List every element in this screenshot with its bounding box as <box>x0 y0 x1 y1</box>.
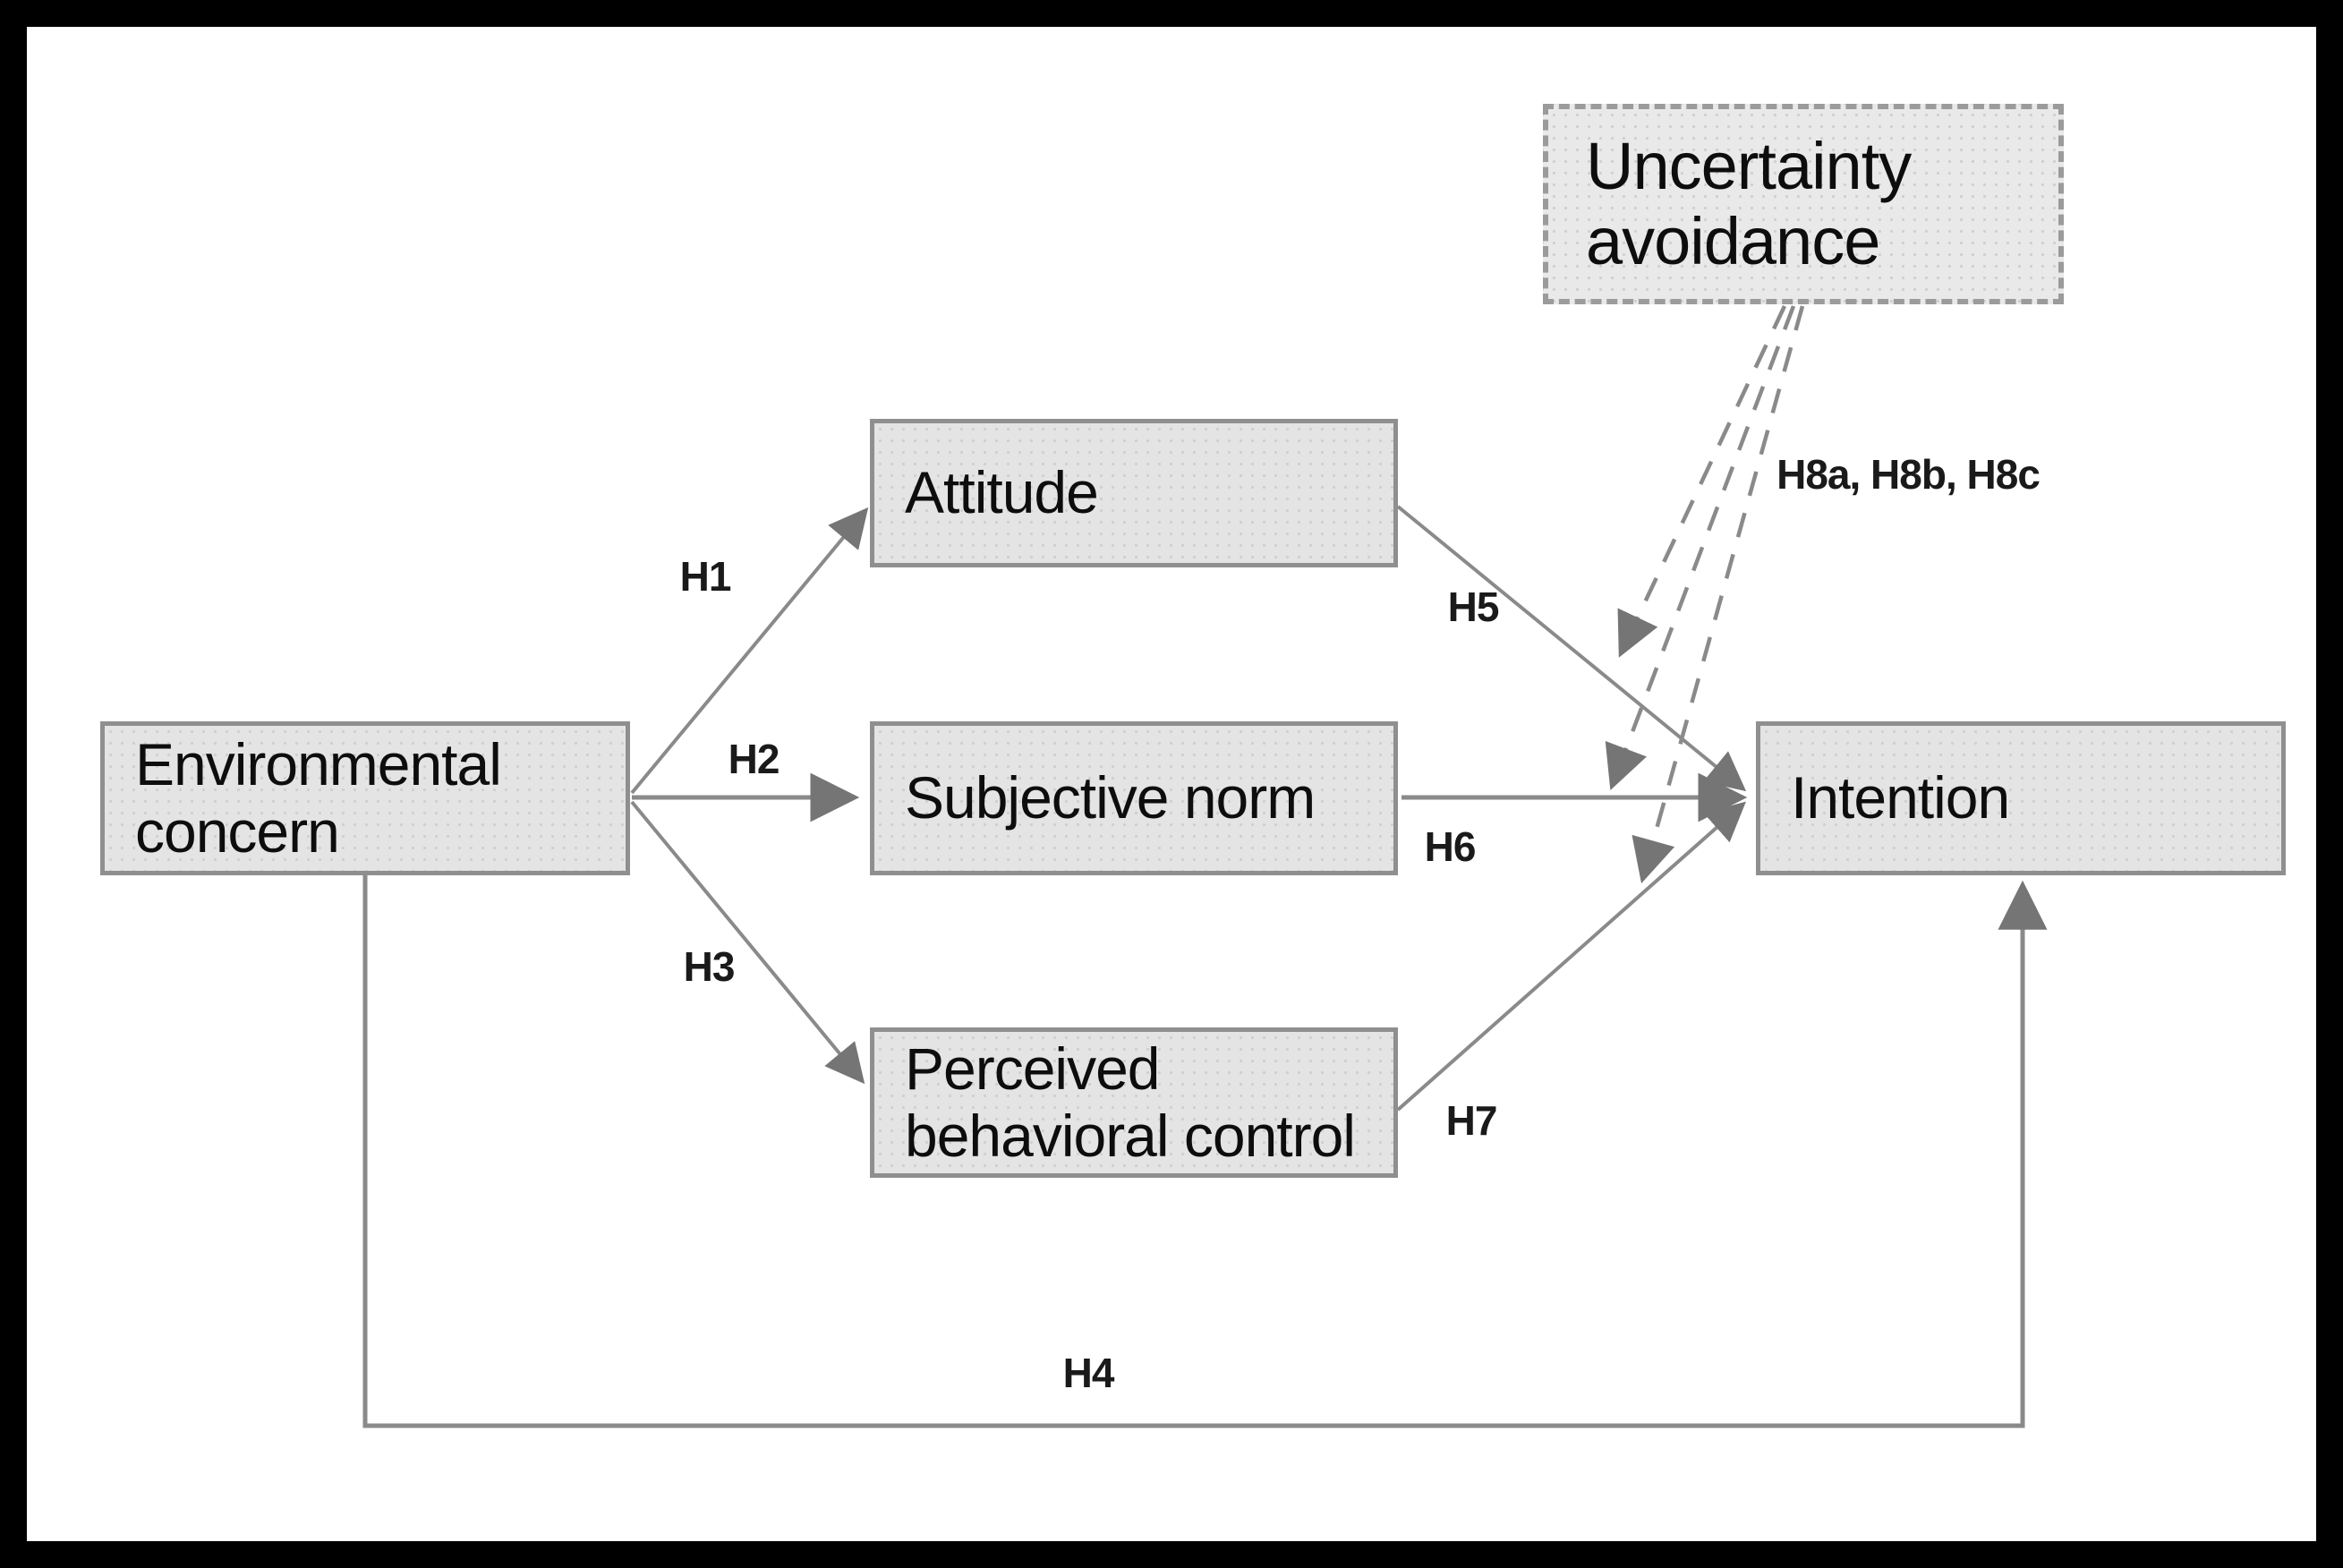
edge-h4-path <box>362 875 2048 1428</box>
node-perceived-behavioral-control-label: Perceived behavioral control <box>905 1035 1356 1169</box>
edge-h8c-dashed-line <box>1632 305 1805 884</box>
node-intention: Intention <box>1756 721 2286 875</box>
edge-h8a-dashed-line <box>1617 305 1787 658</box>
node-attitude: Attitude <box>870 419 1398 567</box>
node-attitude-label: Attitude <box>905 459 1099 526</box>
edge-h3-line <box>630 800 865 1085</box>
edge-h5-line <box>1396 505 1747 792</box>
hypothesis-label-h4: H4 <box>1062 1350 1115 1396</box>
hypothesis-label-h6: H6 <box>1424 823 1477 870</box>
hypothesis-label-h2: H2 <box>728 736 780 782</box>
hypothesis-label-h8abc: H8a, H8b, H8c <box>1776 451 2041 498</box>
node-subjective-norm-label: Subjective norm <box>905 764 1316 831</box>
node-uncertainty-avoidance: Uncertainty avoidance <box>1543 104 2064 304</box>
node-environmental-concern-label: Environmental concern <box>135 730 502 865</box>
node-intention-label: Intention <box>1791 764 2010 831</box>
hypothesis-label-h5: H5 <box>1447 584 1500 630</box>
hypothesis-label-h3: H3 <box>683 943 736 990</box>
node-uncertainty-avoidance-label: Uncertainty avoidance <box>1586 128 1912 278</box>
edge-h7-line <box>1396 801 1746 1112</box>
edge-h1-line <box>630 507 869 795</box>
node-perceived-behavioral-control: Perceived behavioral control <box>870 1027 1398 1178</box>
hypothesis-label-h7: H7 <box>1445 1097 1498 1144</box>
node-environmental-concern: Environmental concern <box>100 721 630 875</box>
edge-h8b-dashed-line <box>1605 305 1796 790</box>
node-subjective-norm: Subjective norm <box>870 721 1398 875</box>
hypothesis-label-h1: H1 <box>679 553 732 600</box>
